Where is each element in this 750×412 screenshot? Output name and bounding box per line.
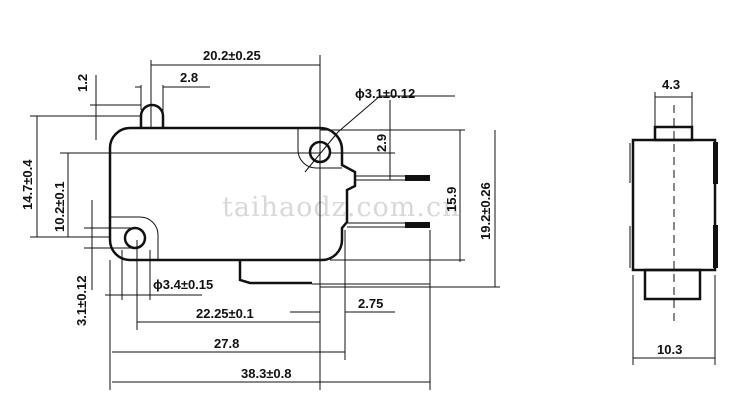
bottom-mounting-hole [123,226,147,250]
terminal-com [238,260,312,285]
dim-15-9: 15.9 [444,187,459,212]
dim-10-3: 10.3 [657,342,682,357]
dim-2-8: 2.8 [180,70,198,85]
dim-4-3: 4.3 [662,77,680,92]
switch-side-view [629,92,718,365]
dim-22-25: 22.25±0.1 [196,306,254,321]
dim-hole-top: ϕ3.1±0.12 [355,86,415,101]
dim-2-75: 2.75 [358,296,383,311]
dim-1-2: 1.2 [75,74,90,92]
watermark: taihaodz.com.cn [222,192,461,223]
dim-2-9: 2.9 [374,134,389,152]
dim-hole-bottom: ϕ3.4±0.15 [153,277,213,292]
dim-20-2: 20.2±0.25 [203,48,261,63]
dim-27-8: 27.8 [214,336,239,351]
dim-10-2: 10.2±0.1 [52,181,67,232]
dim-3-1: 3.1±0.12 [74,275,89,326]
dim-38-3: 38.3±0.8 [241,366,292,381]
dim-14-7: 14.7±0.4 [20,159,35,210]
actuator [139,103,165,128]
dim-19-2: 19.2±0.26 [478,182,493,240]
dimension-lines [30,55,500,390]
